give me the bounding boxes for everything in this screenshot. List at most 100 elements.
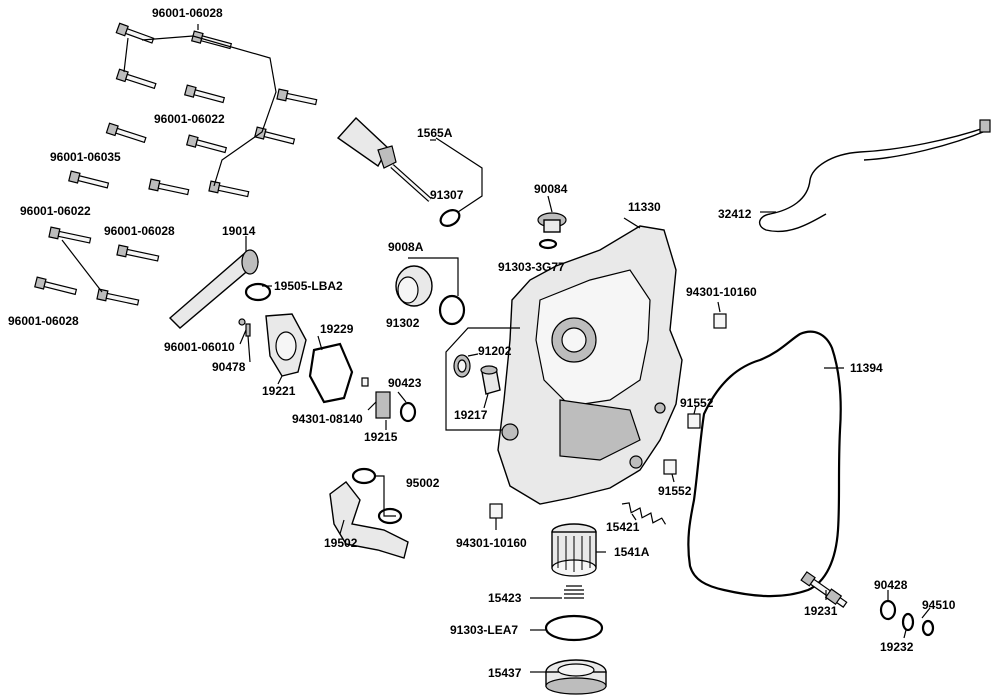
label-91552-top: 91552: [680, 396, 714, 410]
label-19232: 19232: [880, 640, 914, 654]
bolt: [115, 68, 157, 90]
dowel-pin: [489, 503, 503, 519]
label-91202: 91202: [478, 344, 512, 358]
bolt: [185, 134, 228, 154]
label-19505-LBA2: 19505-LBA2: [274, 279, 343, 293]
label-15421: 15421: [606, 520, 640, 534]
dowel-pin: [663, 459, 677, 475]
callout-line: [374, 475, 396, 517]
label-1565A: 1565A: [417, 126, 453, 140]
label-91552-bottom: 91552: [658, 484, 692, 498]
label-90428: 90428: [874, 578, 908, 592]
cover-gasket: [687, 330, 842, 598]
group-bracket: [445, 327, 520, 431]
sensor-wire: [863, 129, 989, 161]
callout-line: [408, 257, 459, 296]
label-90478: 90478: [212, 360, 246, 374]
bolt-chain-line: [141, 35, 277, 187]
label-19221: 19221: [262, 384, 296, 398]
bolt: [115, 22, 155, 44]
label-91303-LEA7: 91303-LEA7: [450, 623, 519, 637]
bolt: [48, 226, 92, 244]
label-94510: 94510: [922, 598, 956, 612]
label-96001-06010: 96001-06010: [164, 340, 235, 354]
label-94301-08140: 94301-08140: [292, 412, 363, 426]
hose-end: [241, 249, 259, 275]
bolt: [34, 276, 78, 296]
label-96001-06028-bottom: 96001-06028: [8, 314, 79, 328]
sensor-wire: [759, 125, 991, 233]
shaft: [800, 571, 848, 608]
pin: [245, 323, 251, 337]
label-90084: 90084: [534, 182, 568, 196]
bolt: [208, 180, 250, 198]
label-91302: 91302: [386, 316, 420, 330]
filter-cap: [545, 659, 607, 695]
bolt-link-line: [61, 239, 103, 293]
pump-impeller: [361, 377, 417, 423]
label-96001-06022-mid: 96001-06022: [154, 112, 225, 126]
spring: [621, 502, 667, 525]
bolt: [276, 88, 318, 106]
pump-cover-center: [275, 331, 297, 361]
bolt-link-line: [123, 37, 129, 73]
label-11394: 11394: [850, 361, 883, 375]
bolt: [183, 84, 226, 104]
oil-dipstick: [336, 117, 432, 202]
label-11330: 11330: [628, 200, 661, 214]
label-19215: 19215: [364, 430, 398, 444]
label-19502: 19502: [324, 536, 358, 550]
callout-line: [435, 137, 483, 213]
bolt: [116, 244, 160, 262]
leader-lines: [197, 24, 931, 673]
bolt: [96, 288, 140, 306]
lower-hose: [329, 481, 409, 559]
circlip: [921, 619, 935, 637]
washer: [901, 612, 915, 632]
wire-connector: [979, 119, 991, 133]
crankcase-cover: [497, 225, 683, 505]
oil-filter: [551, 523, 597, 577]
label-32412: 32412: [718, 207, 752, 221]
bolt-group: [34, 22, 318, 306]
hose-clamp: [377, 507, 403, 525]
bolt: [105, 122, 147, 144]
label-19229: 19229: [320, 322, 354, 336]
cap-inner: [397, 276, 419, 304]
filter-spring: [564, 585, 584, 599]
bolt: [148, 178, 190, 196]
o-ring: [439, 209, 461, 227]
label-96001-06022-left: 96001-06022: [20, 204, 91, 218]
seal-inner: [457, 359, 467, 373]
label-15423: 15423: [488, 591, 522, 605]
label-94301-10160-bottom: 94301-10160: [456, 536, 527, 550]
washer: [879, 599, 897, 621]
dowel-pin: [713, 313, 727, 329]
plug: [537, 212, 567, 250]
label-9008A: 9008A: [388, 240, 424, 254]
label-19014: 19014: [222, 224, 256, 238]
label-91303-3G77: 91303-3G77: [498, 260, 565, 274]
label-19231: 19231: [804, 604, 838, 618]
cup-rim: [480, 365, 498, 375]
label-96001-06028-top: 96001-06028: [152, 6, 223, 20]
label-1541A: 1541A: [614, 545, 650, 559]
hose-clamp: [351, 467, 377, 485]
label-19217: 19217: [454, 408, 488, 422]
label-15437: 15437: [488, 666, 522, 680]
bolt: [254, 126, 296, 145]
label-95002: 95002: [406, 476, 440, 490]
hose-clamp: [244, 282, 272, 302]
bolt: [68, 170, 110, 189]
label-96001-06028-mid: 96001-06028: [104, 224, 175, 238]
label-91307: 91307: [430, 188, 464, 202]
o-ring-large: [544, 614, 604, 642]
pump-gasket: [308, 342, 354, 404]
o-ring: [438, 294, 466, 326]
bolt-small: [238, 318, 246, 326]
label-96001-06035: 96001-06035: [50, 150, 121, 164]
label-94301-10160-top: 94301-10160: [686, 285, 757, 299]
dowel-pin: [687, 413, 701, 429]
